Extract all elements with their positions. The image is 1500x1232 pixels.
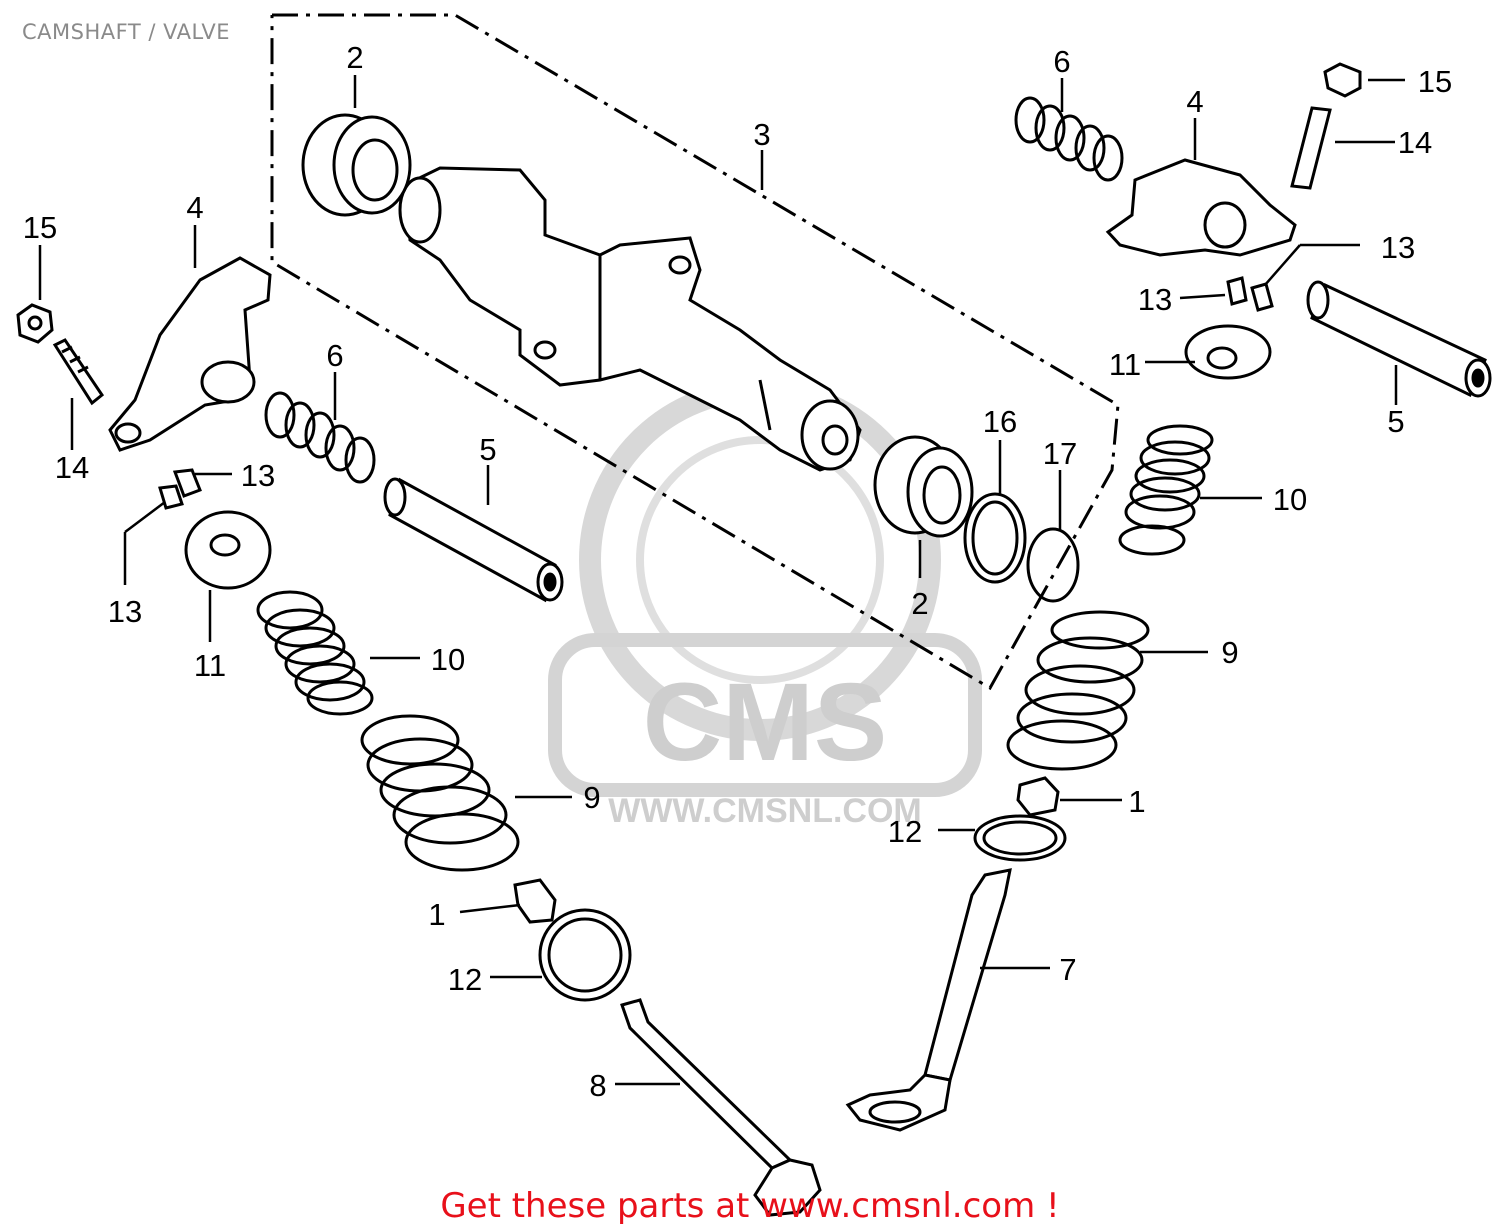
callout-6-left: 6 — [326, 338, 343, 373]
callout-15-right: 15 — [1418, 64, 1452, 99]
adjust-nut-right — [1323, 62, 1362, 98]
rocker-arm-right — [1105, 158, 1297, 257]
callout-13-a: 13 — [241, 458, 275, 493]
rocker-shaft-left — [383, 477, 564, 603]
cms-watermark: CMS WWW.CMSNL.COM — [548, 379, 982, 830]
inner-spring-left — [256, 590, 374, 716]
callout-6-right: 6 — [1053, 44, 1070, 79]
exhaust-valve — [845, 868, 1012, 1132]
cta-link[interactable]: Get these parts at www.cmsnl.com ! — [440, 1186, 1060, 1226]
callout-5-left: 5 — [479, 432, 496, 467]
outer-spring-left — [360, 714, 520, 872]
camshaft — [398, 166, 862, 472]
callout-1-right: 1 — [1128, 784, 1145, 819]
camshaft-assembly-box — [270, 13, 1120, 691]
callout-13-d: 13 — [1381, 230, 1415, 265]
callout-2-top: 2 — [346, 40, 363, 75]
callout-12-left: 12 — [448, 962, 482, 997]
callout-17: 17 — [1043, 436, 1077, 471]
cotters-left — [158, 468, 202, 510]
callout-3: 3 — [753, 117, 770, 152]
stem-seal-right — [1016, 776, 1060, 817]
spring-retainer-left — [184, 510, 272, 590]
callout-14-left: 14 — [55, 450, 89, 485]
inner-spring-right — [1118, 424, 1214, 556]
callout-11-left: 11 — [194, 648, 226, 683]
callout-8: 8 — [589, 1068, 606, 1103]
outer-spring-right — [1006, 610, 1150, 771]
callout-13-b: 13 — [108, 594, 142, 629]
adjust-screw-right — [1290, 106, 1332, 190]
callout-10-right: 10 — [1273, 482, 1307, 517]
callout-numbers: 2 3 4 4 6 6 5 5 15 15 14 14 13 13 13 13 … — [23, 40, 1452, 1103]
cotters-right — [1226, 276, 1274, 312]
callout-4-left: 4 — [186, 190, 203, 225]
bearing-top — [301, 113, 412, 217]
rocker-arm-left — [108, 256, 272, 452]
adjust-screw-left — [52, 338, 105, 406]
callout-11-right: 11 — [1109, 347, 1141, 382]
callout-2-bottom: 2 — [911, 586, 928, 621]
callout-16: 16 — [983, 404, 1017, 439]
leader-lines — [38, 75, 1405, 1086]
callout-15-left: 15 — [23, 210, 57, 245]
callout-9-right: 9 — [1221, 635, 1238, 670]
callout-9-left: 9 — [583, 780, 600, 815]
callout-7: 7 — [1059, 952, 1076, 987]
rocker-spring-right — [1014, 96, 1124, 182]
watermark-logo: CMS — [643, 661, 887, 784]
spring-seat-right — [973, 814, 1067, 862]
callout-4-right: 4 — [1186, 84, 1203, 119]
watermark-url: WWW.CMSNL.COM — [608, 792, 922, 830]
stem-seal-left — [513, 878, 557, 924]
rocker-spring-left — [264, 391, 376, 484]
spring-seat-left — [538, 908, 632, 1002]
o-ring — [963, 492, 1027, 584]
bearing-bottom — [873, 435, 974, 538]
callout-12-right: 12 — [888, 814, 922, 849]
rocker-shaft-right — [1306, 280, 1492, 398]
callout-10-left: 10 — [431, 642, 465, 677]
callout-1-left: 1 — [428, 897, 445, 932]
callout-5-right: 5 — [1387, 404, 1404, 439]
circlip — [1026, 527, 1080, 603]
callout-14-right: 14 — [1398, 125, 1432, 160]
intake-valve — [620, 998, 822, 1217]
adjust-nut-left — [16, 303, 54, 344]
callout-13-c: 13 — [1138, 282, 1172, 317]
spring-retainer-right — [1184, 324, 1272, 380]
diagram-title: CAMSHAFT / VALVE — [22, 20, 231, 44]
